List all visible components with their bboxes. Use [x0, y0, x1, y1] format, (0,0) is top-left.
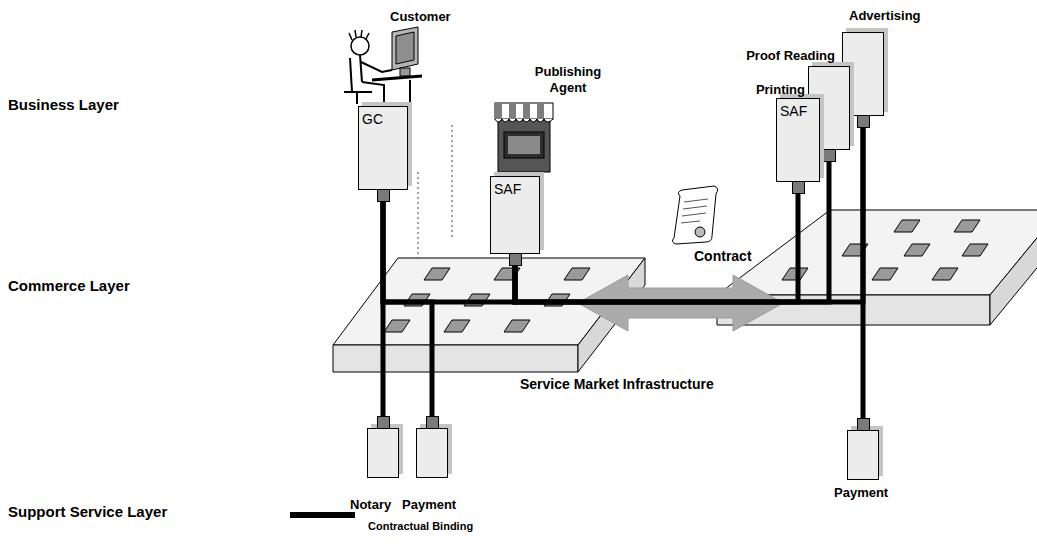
box-label: SAF — [780, 103, 807, 119]
port-nub — [857, 418, 870, 431]
text-label: Commerce Layer — [8, 277, 130, 294]
platform-front — [333, 345, 578, 372]
box-label: GC — [362, 111, 383, 127]
box-label: SAF — [494, 181, 521, 197]
dotted-guide — [418, 172, 419, 262]
port-nub — [377, 189, 390, 202]
contract-binding-line — [861, 116, 866, 430]
text-label: Support Service Layer — [8, 503, 167, 520]
port-nub — [857, 115, 870, 128]
box-heading: Payment — [402, 497, 456, 512]
box-heading: Payment — [834, 485, 888, 500]
port-nub — [823, 149, 836, 162]
port-nub — [792, 181, 805, 194]
component-box: PrintingSAF — [776, 98, 820, 182]
component-box: SAF — [490, 176, 540, 254]
platform-side — [990, 210, 1037, 325]
contract-binding-line — [515, 182, 798, 302]
port-nub — [426, 416, 439, 429]
box-heading: Advertising — [849, 8, 921, 23]
component-box: Notary — [367, 428, 399, 478]
platform-slots — [782, 220, 988, 280]
text-label: Customer — [390, 9, 451, 24]
contract-binding-line — [383, 190, 432, 428]
text-label: Service Market Infrastructure — [520, 376, 714, 392]
platform-top — [717, 210, 1037, 295]
box-heading: Proof Reading — [746, 48, 835, 63]
box-heading: Notary — [350, 497, 391, 512]
shop-icon — [495, 103, 553, 172]
box-heading: Printing — [756, 82, 805, 97]
component-box: Payment — [416, 428, 448, 478]
component-box: GC — [358, 106, 408, 190]
component-box: Payment — [847, 430, 879, 480]
customer-figure — [344, 27, 422, 104]
legend-text: Contractual Binding — [368, 520, 473, 532]
text-label: Publishing Agent — [528, 64, 608, 96]
dotted-guide — [452, 125, 453, 240]
contract-scroll — [672, 186, 717, 244]
text-label: Business Layer — [8, 96, 119, 113]
port-nub — [377, 416, 390, 429]
text-label: Contract — [694, 248, 752, 264]
port-nub — [509, 253, 522, 266]
left-platform — [333, 258, 645, 372]
legend-sample-line — [290, 512, 355, 518]
